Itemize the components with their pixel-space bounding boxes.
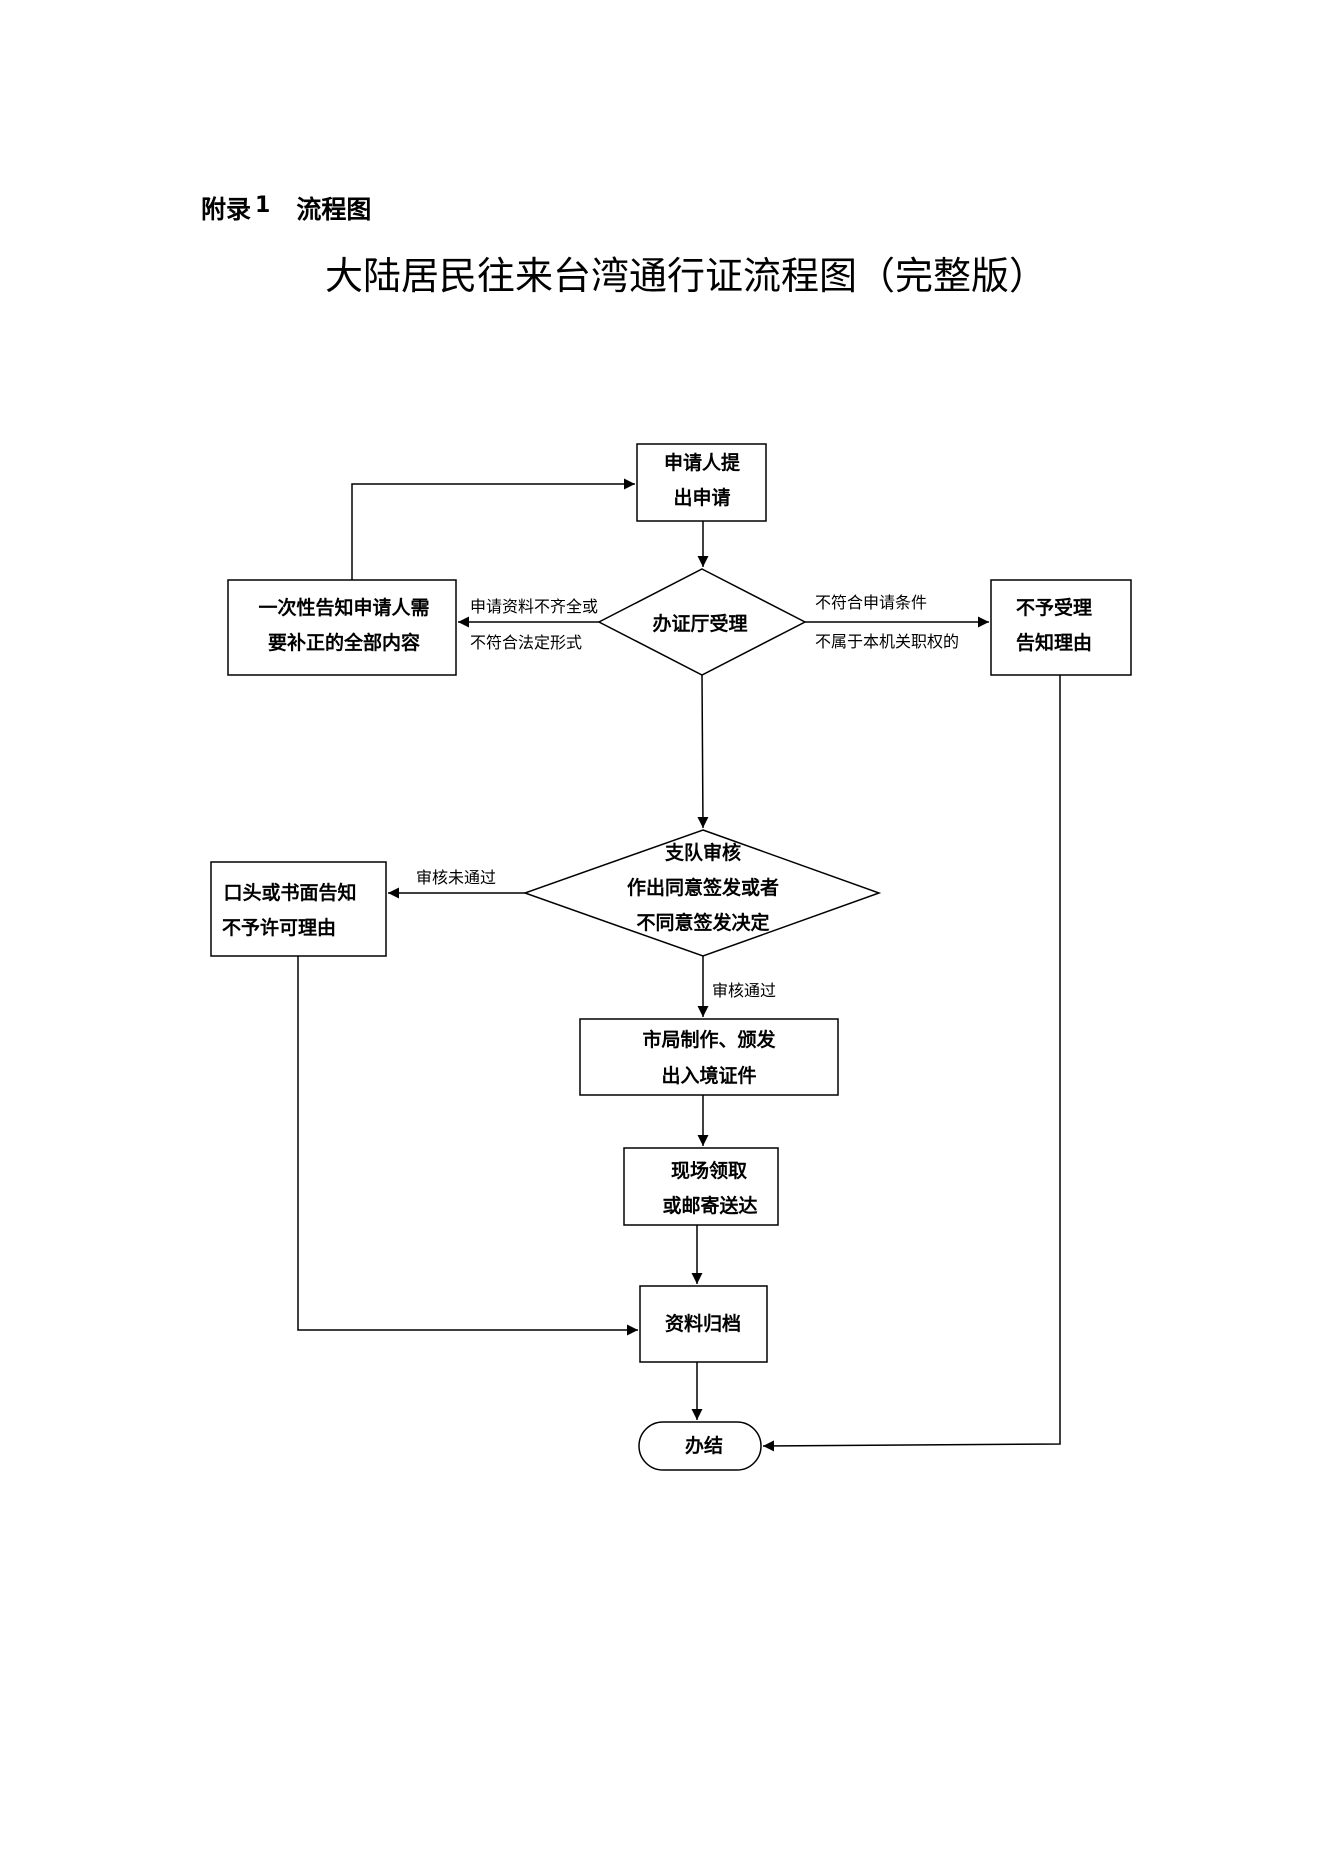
edge-review-pass-label: 审核通过 — [712, 981, 776, 1000]
node-archive-box — [639, 1285, 768, 1363]
edge-supplement-to-apply — [351, 478, 635, 580]
node-apply-box — [636, 443, 767, 522]
node-supplement-label-1: 一次性告知申请人需 — [258, 596, 429, 619]
page-title: 大陆居民往来台湾通行证流程图（完整版） — [325, 254, 1048, 298]
appendix-number: 1 — [255, 193, 271, 218]
node-reject-label-2: 告知理由 — [1016, 631, 1092, 654]
node-deny-box — [210, 861, 387, 957]
edge-incomplete-label-1: 申请资料不齐全或 — [470, 597, 598, 616]
edge-deny-to-archive — [297, 956, 638, 1336]
node-deliver-label-1: 现场领取 — [671, 1159, 747, 1182]
node-apply-label-1: 申请人提 — [664, 451, 741, 474]
node-review-label-2: 作出同意签发或者 — [627, 876, 779, 899]
node-reject-label-1: 不予受理 — [1016, 596, 1092, 619]
node-accept-label: 办证厅受理 — [652, 612, 747, 635]
node-archive-label: 资料归档 — [665, 1312, 741, 1335]
node-deliver-label-2: 或邮寄送达 — [662, 1194, 757, 1217]
appendix-prefix: 附录 — [201, 195, 252, 224]
edge-accept-to-review — [697, 674, 709, 829]
node-end-label: 办结 — [685, 1434, 723, 1457]
edge-review-fail-label: 审核未通过 — [416, 868, 496, 887]
appendix-label: 流程图 — [296, 195, 372, 224]
node-deny-label-1: 口头或书面告知 — [223, 881, 356, 904]
node-produce-box — [579, 1018, 839, 1096]
edge-ineligible-label-1: 不符合申请条件 — [815, 593, 927, 612]
node-reject-box — [990, 579, 1132, 676]
node-produce-label-2: 出入境证件 — [661, 1064, 756, 1087]
node-apply-label-2: 出申请 — [673, 486, 730, 509]
node-produce-label-1: 市局制作、颁发 — [642, 1028, 776, 1051]
node-supplement-box — [227, 579, 457, 676]
node-end-terminal — [638, 1421, 762, 1471]
node-supplement-label-2: 要补正的全部内容 — [268, 631, 420, 654]
node-deny-label-2: 不予许可理由 — [222, 916, 336, 939]
edge-incomplete-label-2: 不符合法定形式 — [470, 633, 582, 652]
node-deliver-box — [623, 1147, 779, 1226]
node-review-label-3: 不同意签发决定 — [636, 911, 769, 934]
edge-ineligible-label-2: 不属于本机关职权的 — [815, 632, 959, 651]
edge-reject-to-end — [762, 675, 1061, 1452]
node-review-label-1: 支队审核 — [664, 841, 741, 864]
